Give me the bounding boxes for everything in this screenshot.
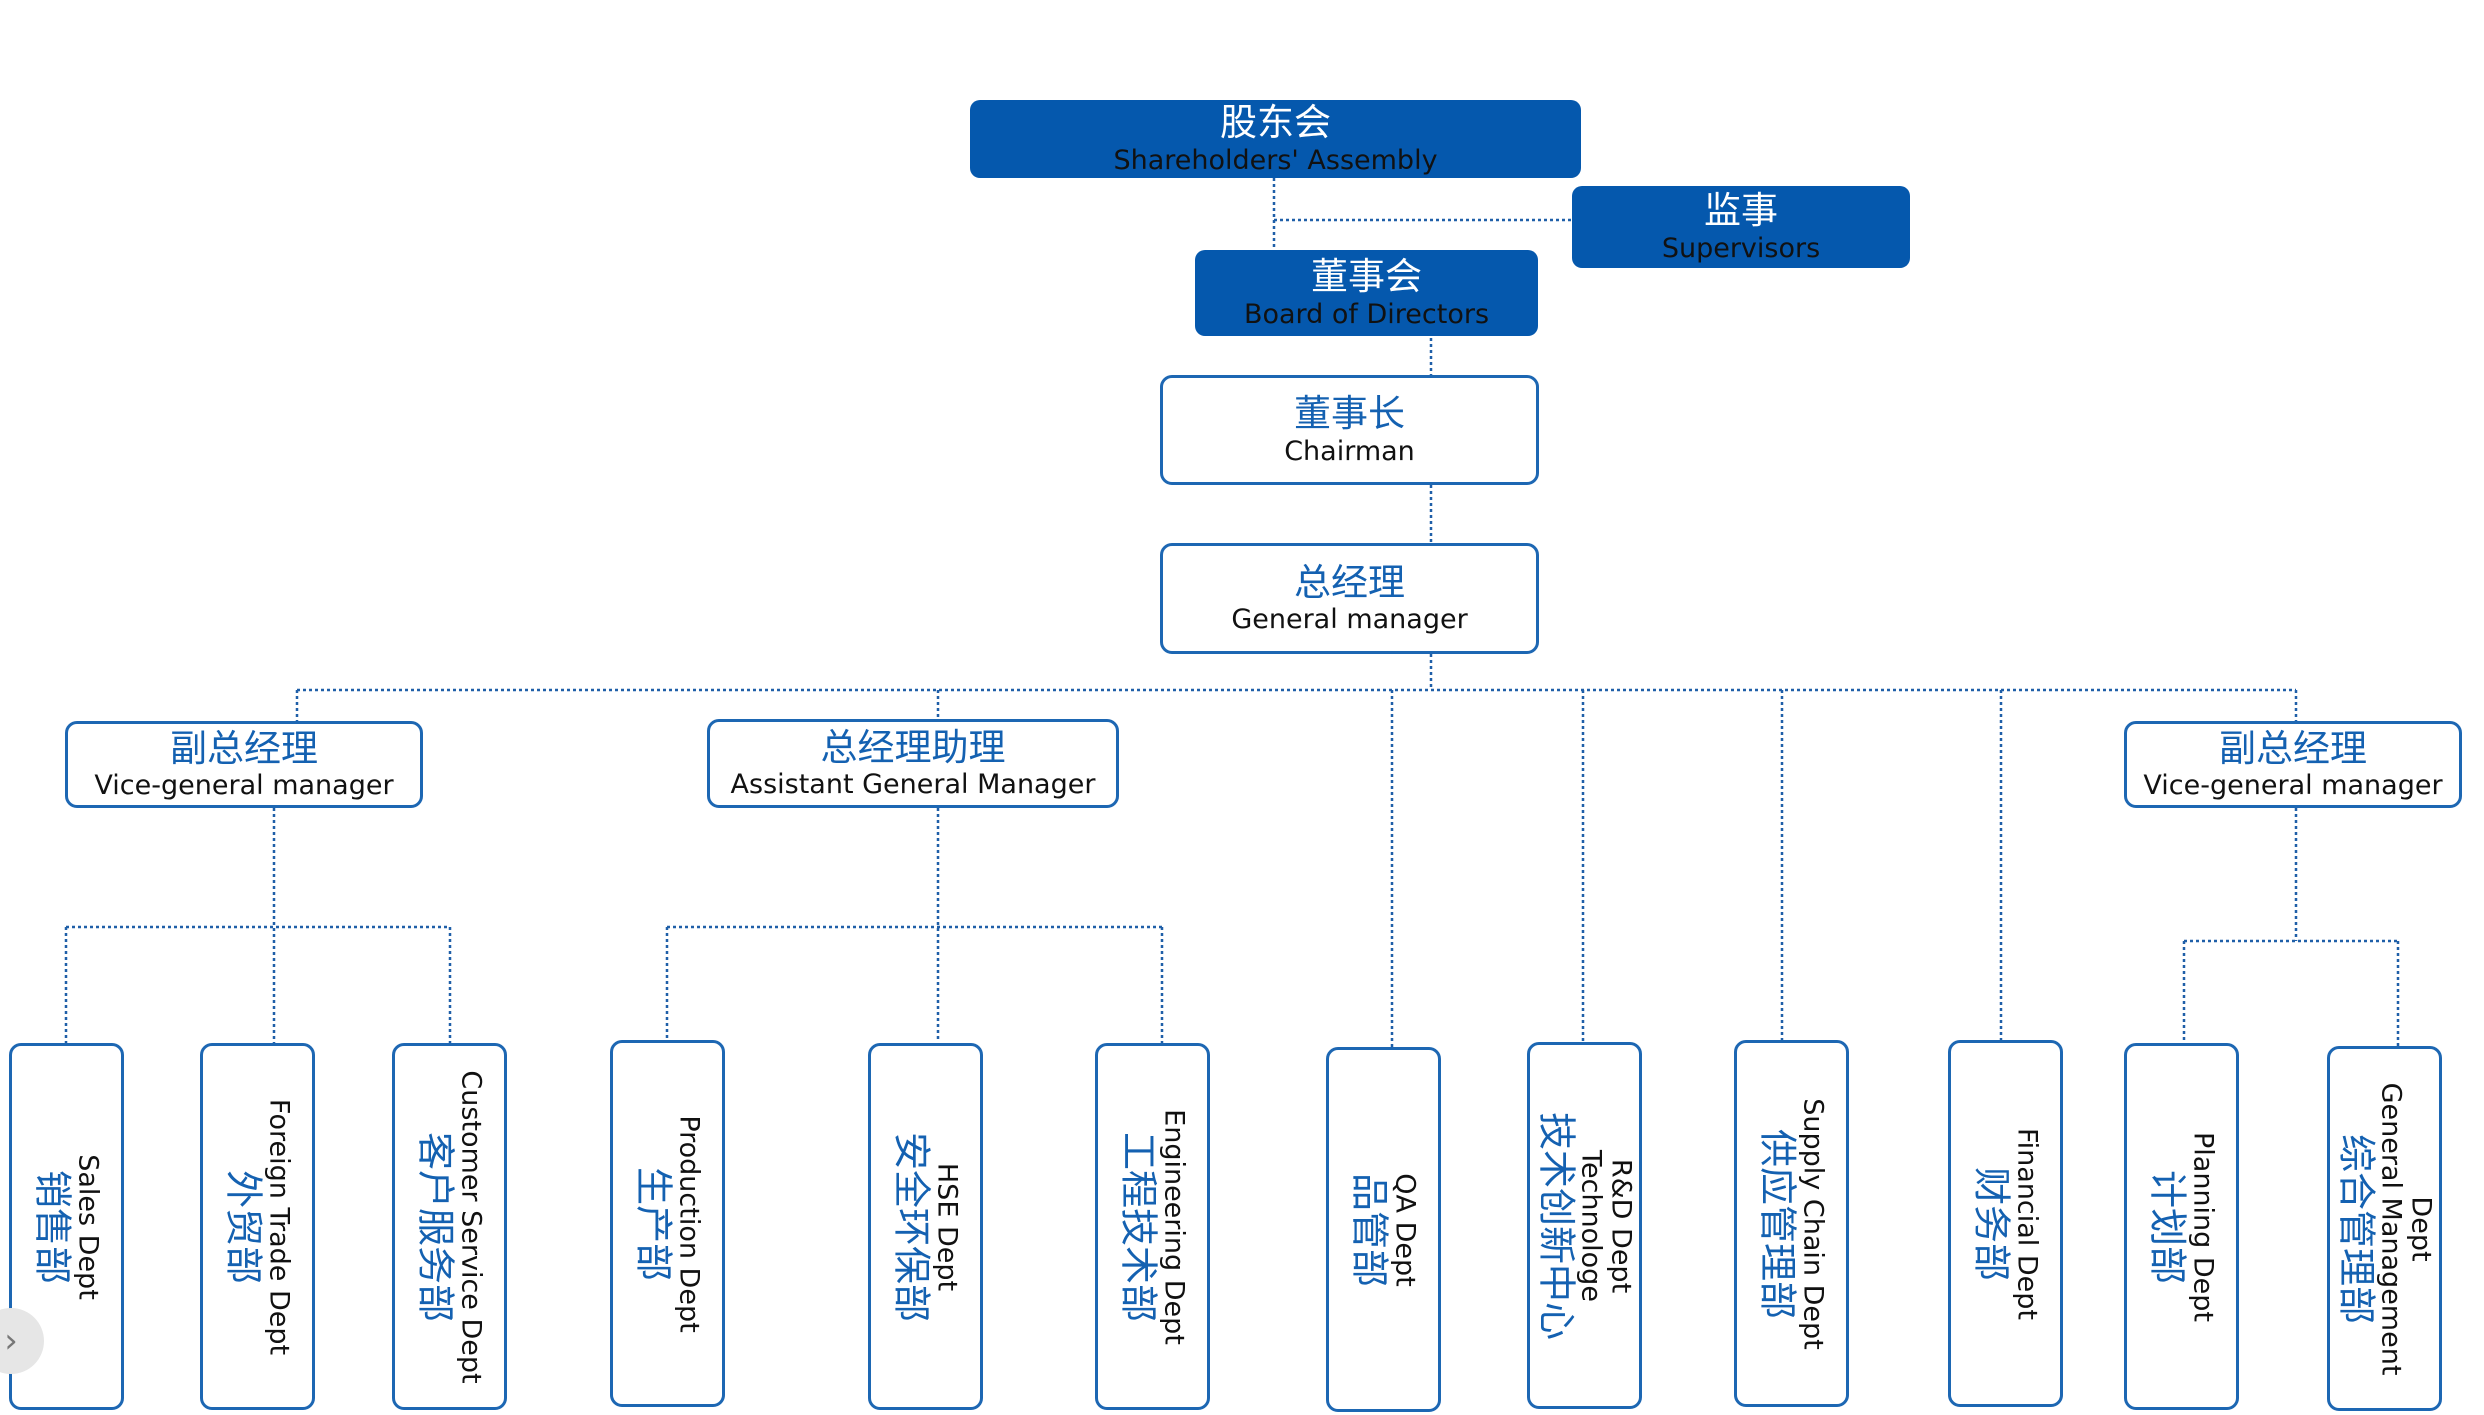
agm-en: Assistant General Manager	[730, 769, 1096, 801]
vgm-right-en: Vice-general manager	[2143, 770, 2443, 802]
dept-hse-zh: 安全环保部	[889, 1131, 934, 1322]
dept-qa-en: QA Dept	[1389, 1172, 1421, 1287]
dept-general-management-zh: 综合管理部	[2333, 1133, 2378, 1324]
vgm-right-zh: 副总经理	[2219, 726, 2367, 770]
dept-sales-en: Sales Dept	[72, 1153, 104, 1300]
dept-engineering-zh: 工程技术部	[1116, 1131, 1161, 1322]
dept-rnd-en2: Technologe	[1575, 1149, 1607, 1302]
board-of-directors-box: 董事会 Board of Directors	[1195, 250, 1538, 336]
dept-production-zh: 生产部	[631, 1166, 676, 1281]
dept-engineering-en: Engineering Dept	[1158, 1108, 1190, 1345]
dept-general-management-en2: General Management	[2375, 1082, 2407, 1375]
gm-en: General manager	[1231, 604, 1468, 636]
supervisors-en: Supervisors	[1661, 232, 1821, 264]
dept-sales-zh: 销售部	[30, 1169, 75, 1284]
gm-zh: 总经理	[1294, 560, 1405, 604]
shareholders-assembly-box: 股东会 Shareholders' Assembly	[970, 100, 1581, 178]
supervisors-zh: 监事	[1704, 189, 1778, 233]
chairman-box: 董事长 Chairman	[1160, 375, 1539, 485]
chairman-en: Chairman	[1284, 435, 1415, 467]
vgm-left-zh: 副总经理	[170, 726, 318, 770]
vice-general-manager-left-box: 副总经理 Vice-general manager	[65, 721, 423, 808]
assistant-general-manager-box: 总经理助理 Assistant General Manager	[707, 719, 1119, 808]
dept-general-management-en: Dept	[2405, 1195, 2437, 1262]
dept-production-en: Production Dept	[673, 1114, 705, 1333]
dept-financial-en: Financial Dept	[2011, 1127, 2043, 1320]
shareholders-zh: 股东会	[1220, 101, 1331, 145]
dept-supply-chain-en: Supply Chain Dept	[1797, 1097, 1829, 1350]
dept-planning-zh: 计划部	[2145, 1169, 2190, 1284]
dept-qa-zh: 品管部	[1347, 1172, 1392, 1287]
supervisors-box: 监事 Supervisors	[1572, 186, 1910, 268]
board-en: Board of Directors	[1243, 298, 1490, 330]
chairman-zh: 董事长	[1294, 392, 1405, 436]
dept-hse-en: HSE Dept	[931, 1162, 963, 1291]
board-zh: 董事会	[1311, 255, 1422, 299]
vgm-left-en: Vice-general manager	[94, 770, 394, 802]
dept-financial-zh: 财务部	[1969, 1166, 2014, 1281]
dept-supply-chain-zh: 供应管理部	[1755, 1128, 1800, 1319]
dept-rnd-en: R&D Dept	[1605, 1158, 1637, 1293]
dept-customer-service-zh: 客户服务部	[413, 1131, 458, 1322]
shareholders-en: Shareholders' Assembly	[1113, 144, 1438, 176]
general-manager-box: 总经理 General manager	[1160, 543, 1539, 654]
chevron-right-icon: ›	[4, 1321, 18, 1361]
dept-foreign-trade-en: Foreign Trade Dept	[263, 1098, 295, 1355]
dept-rnd-zh: 技术创新中心	[1533, 1111, 1578, 1340]
dept-customer-service-en: Customer Service Dept	[455, 1069, 487, 1384]
vice-general-manager-right-box: 副总经理 Vice-general manager	[2124, 721, 2462, 808]
dept-foreign-trade-zh: 外贸部	[221, 1169, 266, 1284]
dept-planning-en: Planning Dept	[2187, 1131, 2219, 1322]
agm-zh: 总经理助理	[820, 725, 1006, 769]
